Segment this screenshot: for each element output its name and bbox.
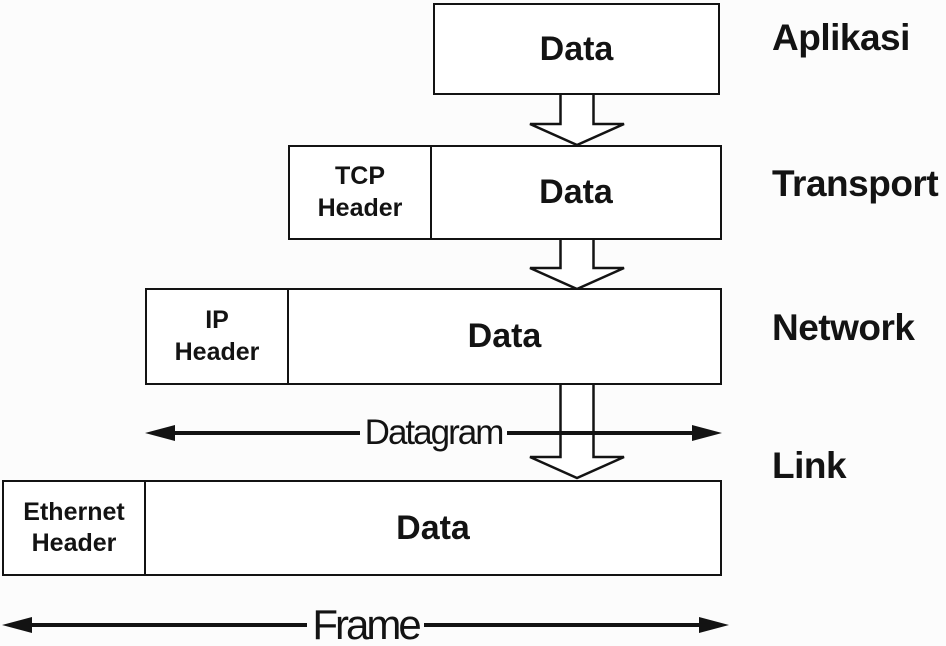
ip-header-line2: Header	[174, 337, 260, 366]
layer-label-aplikasi: Aplikasi	[772, 17, 910, 58]
ethernet-header-cell: Ethernet Header	[4, 482, 146, 574]
transport-segment-box: TCP Header Data	[288, 145, 722, 240]
frame-arrow-line-right	[423, 623, 701, 627]
layer-label-network: Network	[772, 307, 915, 348]
application-data-cell: Data	[435, 5, 718, 93]
tcp-header-cell: TCP Header	[290, 147, 432, 238]
ethernet-header-line2: Header	[31, 529, 117, 557]
datagram-extent-arrow: Datagram	[145, 410, 722, 456]
transport-data-label: Data	[539, 173, 613, 211]
link-data-cell: Data	[146, 482, 720, 574]
transport-data-cell: Data	[432, 147, 720, 238]
tcp-header-line1: TCP	[335, 162, 385, 191]
link-data-label: Data	[396, 508, 470, 547]
network-datagram-box: IP Header Data	[145, 288, 722, 385]
ip-header-cell: IP Header	[147, 290, 289, 383]
datagram-arrow-line-right	[507, 431, 694, 435]
frame-label: Frame	[312, 601, 421, 646]
frame-extent-arrow: Frame	[2, 601, 729, 646]
layer-label-link: Link	[772, 445, 847, 486]
datagram-arrow-line-left	[174, 431, 360, 435]
ethernet-header-line1: Ethernet	[23, 497, 125, 526]
tcp-header-line2: Header	[317, 193, 403, 222]
ip-header-line1: IP	[205, 306, 229, 335]
down-arrow-icon	[529, 94, 625, 147]
application-layer-box: Data	[433, 3, 720, 95]
down-arrow-icon	[529, 238, 625, 291]
datagram-label: Datagram	[364, 413, 505, 452]
network-data-label: Data	[467, 317, 542, 355]
application-data-label: Data	[539, 29, 614, 68]
link-frame-box: Ethernet Header Data	[2, 480, 722, 576]
frame-arrow-line-left	[31, 623, 308, 627]
layer-label-transport: Transport	[772, 163, 939, 204]
network-data-cell: Data	[289, 290, 720, 383]
